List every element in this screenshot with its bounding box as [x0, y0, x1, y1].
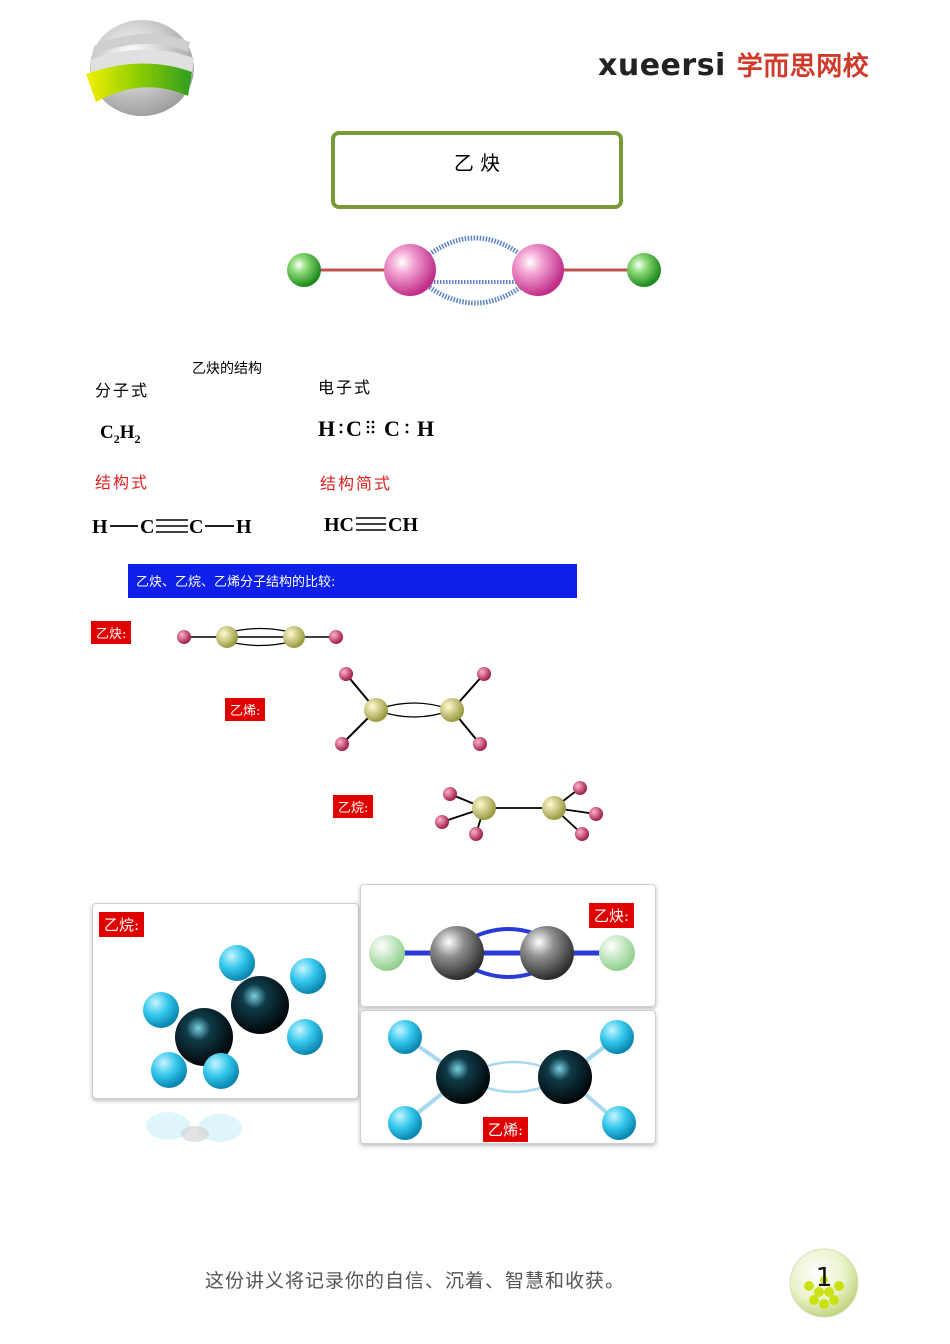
svg-text:C: C [140, 516, 154, 538]
brand-chinese: 学而思网校 [736, 52, 870, 82]
ethane-card-tag: 乙烷: [99, 912, 145, 937]
acetylene-ball-model [177, 626, 343, 648]
svg-text:C: C [384, 416, 400, 441]
brand-latin: xueersi [598, 48, 726, 83]
brand-logo-text: xueersi 学而思网校 [598, 46, 869, 83]
svg-text:H: H [417, 416, 434, 441]
ethylene-card-tag: 乙烯: [483, 1117, 529, 1142]
section-heading: 乙炔的结构 [192, 361, 262, 377]
page-number: 1 [816, 1263, 833, 1293]
ethane-reflection [146, 1112, 242, 1142]
molecular-formula: C2H2 [100, 422, 141, 446]
acetylene-3d-model [287, 235, 661, 306]
ethane-card: 乙烷: [92, 903, 359, 1099]
electronic-formula-label: 电子式 [318, 378, 373, 397]
svg-text:H: H [318, 416, 335, 441]
ethane-ball-model [435, 781, 603, 841]
logo-icon [86, 20, 194, 116]
tag-ethylene-small: 乙烯: [225, 698, 266, 721]
svg-text:H: H [236, 516, 252, 538]
structural-formula: H C C H [92, 516, 252, 538]
ethylene-3d-model [388, 1020, 636, 1140]
comparison-banner-text: 乙炔、乙烷、乙烯分子结构的比较: [136, 575, 336, 590]
svg-text:CH: CH [388, 514, 418, 536]
svg-text:HC: HC [324, 514, 354, 536]
ethane-3d-model [143, 945, 326, 1089]
comparison-banner: 乙炔、乙烷、乙烯分子结构的比较: [128, 564, 577, 598]
ethylene-ball-model [335, 667, 491, 751]
condensed-formula: HC CH [324, 514, 418, 536]
tag-ethane-small: 乙烷: [333, 795, 374, 818]
footer-motto: 这份讲义将记录你的自信、沉着、智慧和收获。 [205, 1270, 626, 1292]
svg-text:H: H [92, 516, 108, 538]
electronic-formula: H C C H [318, 416, 434, 441]
acetylene-card: 乙炔: [360, 884, 656, 1007]
acetylene-3d-model-card [369, 926, 635, 980]
ethylene-card: 乙烯: [360, 1010, 656, 1144]
svg-text:C: C [346, 416, 362, 441]
structural-formula-label: 结构式 [95, 473, 150, 492]
molecular-formula-label: 分子式 [95, 381, 150, 400]
tag-acetylene: 乙炔: [91, 621, 132, 644]
page-number-badge: 1 [789, 1248, 859, 1318]
title-box: 乙 炔 [331, 131, 623, 209]
svg-text:C: C [189, 516, 203, 538]
acetylene-card-tag: 乙炔: [589, 903, 635, 928]
page-title: 乙 炔 [453, 151, 501, 175]
condensed-formula-label: 结构简式 [320, 474, 393, 493]
